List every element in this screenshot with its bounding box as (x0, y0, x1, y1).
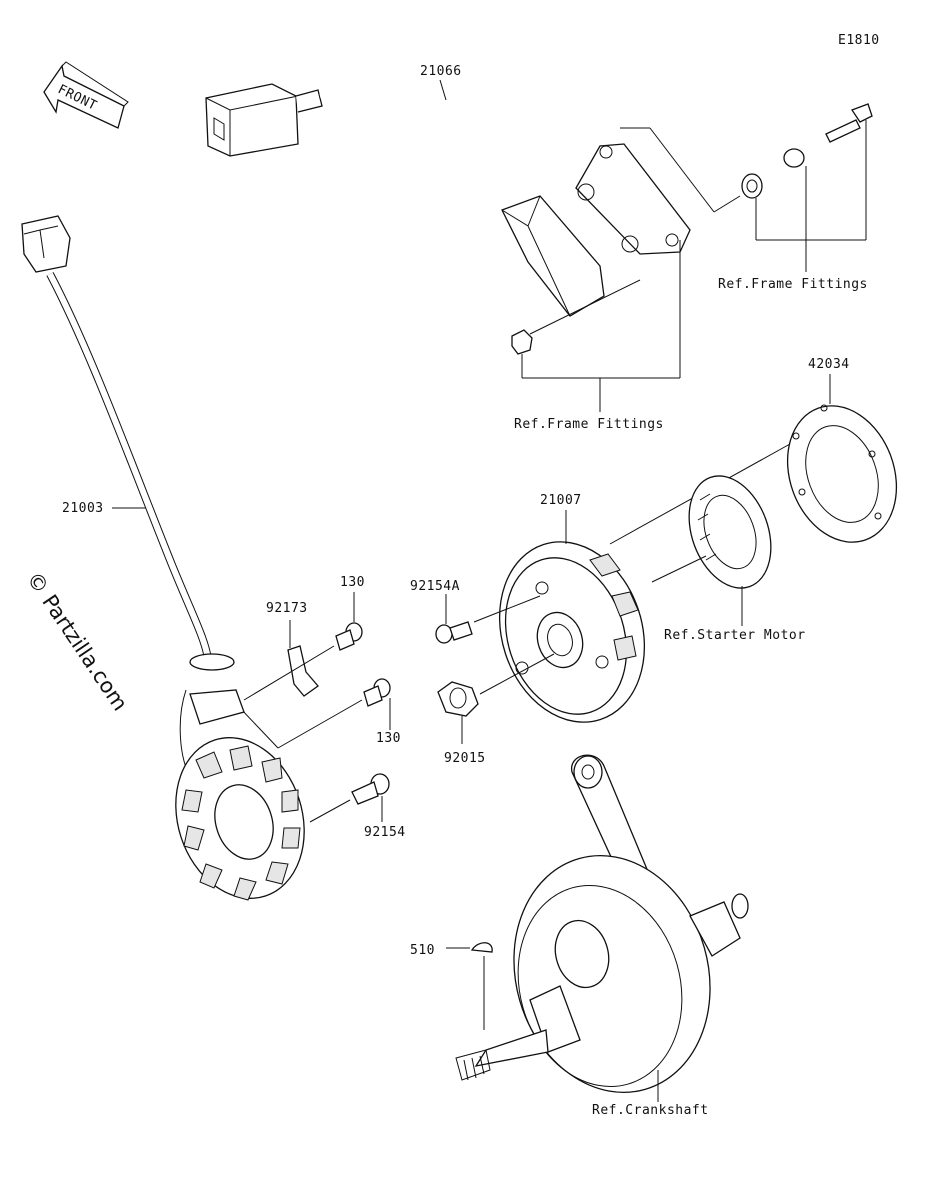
label-510: 510 (410, 943, 435, 958)
frame-nut: Ref.Frame Fittings (511, 279, 680, 432)
ref-frame-fittings-lower: Ref.Frame Fittings (514, 417, 664, 432)
front-arrow-icon: FRONT (43, 61, 129, 129)
clamp-92173: 92173 (266, 601, 319, 697)
label-92015: 92015 (444, 751, 486, 766)
bolt-130-lower: 130 (239, 678, 401, 749)
ref-starter-motor: Ref.Starter Motor (664, 628, 806, 643)
gasket-42034: 42034 (609, 357, 898, 545)
watermark: © Partzilla.com (22, 567, 133, 715)
screw-92154a: 92154A (410, 579, 541, 644)
nut-92015: 92015 (437, 653, 555, 766)
stator-lead-21003: 21003 (21, 215, 235, 671)
bolt-92154: 92154 (309, 773, 406, 840)
label-130-upper: 130 (340, 575, 365, 590)
crankshaft: Ref.Crankshaft (455, 754, 749, 1118)
label-42034: 42034 (808, 357, 850, 372)
label-92173: 92173 (266, 601, 308, 616)
sensor-bracket (501, 127, 715, 378)
label-21066: 21066 (420, 64, 462, 79)
label-92154: 92154 (364, 825, 406, 840)
ref-frame-fittings-right: Ref.Frame Fittings (718, 277, 868, 292)
label-130-lower: 130 (376, 731, 401, 746)
starter-clutch: Ref.Starter Motor (651, 475, 806, 643)
wiring-harness-21066: 21066 (205, 64, 521, 205)
flywheel-21007: 21007 (498, 493, 646, 723)
stator-assembly (175, 689, 305, 901)
label-21003: 21003 (62, 501, 104, 516)
bolt-130-upper: 130 (243, 575, 365, 701)
label-21007: 21007 (540, 493, 582, 508)
label-92154a: 92154A (410, 579, 460, 594)
woodruff-key-510: 510 (410, 942, 493, 1030)
frame-fitting-parts: Ref.Frame Fittings (713, 103, 873, 292)
ref-crankshaft: Ref.Crankshaft (592, 1103, 709, 1118)
diagram-code: E1810 (838, 33, 880, 48)
